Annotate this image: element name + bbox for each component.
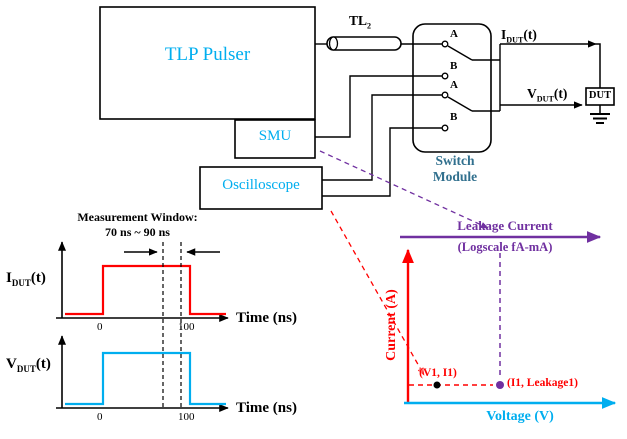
waveform-i-label: IDUT(t) <box>6 270 46 288</box>
smu-box <box>234 119 316 159</box>
waveform-v-label: VDUT(t) <box>6 356 51 374</box>
switch-module-label-line1: Switch <box>435 153 475 168</box>
measurement-window-range: 70 ns ~ 90 ns <box>105 225 170 239</box>
leakage-axis-title: Leakage Current <box>457 218 553 233</box>
wires <box>315 43 501 197</box>
wf-i-main: I <box>6 270 12 286</box>
leakage-point-label: (I1, Leakage1) <box>507 377 578 389</box>
wf-v-tail: (t) <box>35 356 51 372</box>
current-axis-label: Current (A) <box>383 289 399 361</box>
switch2-terminal-a-label: A <box>450 79 458 91</box>
waveform-i-plot <box>56 241 229 322</box>
iv-plot-axes <box>400 231 617 409</box>
wf-i-sub: DUT <box>11 278 31 288</box>
iv-plot-points <box>409 253 504 389</box>
oscilloscope-box <box>199 166 323 210</box>
v-pulse-trace <box>65 351 226 406</box>
i-dut-sub: DUT <box>506 35 524 45</box>
smu-leakage-link <box>319 150 489 229</box>
switch-module-label-line2: Module <box>432 169 478 184</box>
vi-point-dot <box>433 381 441 389</box>
axis1-time-label: Time (ns) <box>236 310 297 326</box>
axis1-tick-0: 0 <box>97 321 103 333</box>
switch1-terminal-a-label: A <box>450 28 458 40</box>
v-dut-signal-label: VDUT(t) <box>527 86 568 104</box>
wf-v-main: V <box>6 356 17 372</box>
i-pulse-trace <box>65 264 226 316</box>
i-dut-tail: (t) <box>523 27 537 42</box>
oscilloscope-label: Oscilloscope <box>222 177 300 193</box>
wf-i-tail: (t) <box>30 270 46 286</box>
switch-module-box <box>412 23 492 153</box>
tl2-transmission-line <box>326 36 402 51</box>
v-dut-tail: (t) <box>553 86 568 101</box>
switch2-terminal-b-label: B <box>450 111 458 123</box>
smu-label: SMU <box>258 128 292 144</box>
tlp-pulser-label: TLP Pulser <box>164 44 251 65</box>
axis2-tick-0: 0 <box>97 411 103 423</box>
switch-2 <box>441 91 473 132</box>
i-dut-signal-label: IDUT(t) <box>501 27 537 45</box>
oscilloscope-iv-link <box>330 210 425 376</box>
switch1-terminal-b-label: B <box>450 60 458 72</box>
ground-symbol <box>590 105 610 124</box>
tl2-label-sub: 2 <box>367 21 372 31</box>
vi-point-label: (V1, I1) <box>419 367 457 379</box>
i-dut-main: I <box>501 27 507 42</box>
i-dut-arrow <box>500 40 601 88</box>
leakage-axis-subtitle: (Logscale fA-mA) <box>457 240 553 254</box>
waveform-v-plot <box>56 335 229 412</box>
axis1-tick-100: 100 <box>178 321 195 333</box>
tl2-label-main: TL <box>349 13 368 28</box>
tl2-label: TL2 <box>349 13 372 31</box>
voltage-axis-label: Voltage (V) <box>486 409 554 424</box>
dut-label: DUT <box>588 90 612 101</box>
tlp-pulser-box <box>99 6 316 120</box>
axis2-time-label: Time (ns) <box>236 400 297 416</box>
v-dut-main: V <box>527 86 537 101</box>
switch-1 <box>441 40 473 80</box>
axis2-tick-100: 100 <box>178 411 195 423</box>
measurement-window-lines <box>124 242 220 408</box>
wf-v-sub: DUT <box>16 364 36 374</box>
v-dut-sub: DUT <box>536 94 554 104</box>
leakage-point-dot <box>496 381 504 389</box>
measurement-window-title: Measurement Window: <box>77 210 198 224</box>
